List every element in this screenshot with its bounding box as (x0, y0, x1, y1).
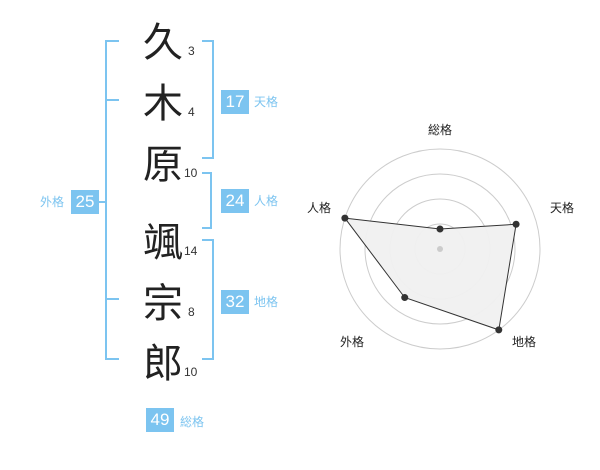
tenkaku-badge: 17 (221, 90, 249, 114)
chikaku-label: 地格 (254, 295, 279, 309)
radar-grid-ring (364, 173, 516, 325)
stroke-count-5: 8 (188, 305, 195, 319)
radar-point-5 (341, 214, 349, 222)
radar-point-2 (512, 220, 520, 228)
tenkaku-label: 天格 (254, 95, 279, 109)
stroke-count-3: 10 (184, 166, 198, 180)
name-char-2: 木 (143, 81, 183, 127)
radar-axis-label-tenkaku: 天格 (550, 201, 575, 215)
radar-axis-label-chikaku: 地格 (512, 335, 537, 349)
name-char-1: 久 (143, 20, 183, 66)
name-char-5: 宗 (143, 281, 183, 327)
radar-series-polygon (343, 217, 517, 331)
radar-axis-label-soukaku: 総格 (428, 123, 453, 137)
radar-center-dot (437, 246, 443, 252)
radar-point-4 (401, 294, 409, 302)
stroke-count-4: 14 (184, 244, 198, 258)
radar-point-1 (436, 225, 444, 233)
chikaku-badge: 32 (221, 290, 249, 314)
stroke-count-2: 4 (188, 105, 195, 119)
soukaku-badge: 49 (146, 408, 174, 432)
radar-axis-label-jinkaku: 人格 (307, 201, 332, 215)
gaikaku-label: 外格 (40, 195, 65, 209)
jinkaku-label: 人格 (254, 194, 279, 208)
name-char-4: 颯 (143, 220, 183, 266)
radar-point-3 (495, 326, 503, 334)
jinkaku-badge: 24 (221, 189, 249, 213)
gaikaku-badge: 25 (71, 190, 99, 214)
radar-axis-label-gaikaku: 外格 (340, 335, 365, 349)
radar-grid-ring (339, 148, 541, 350)
name-char-3: 原 (143, 142, 183, 188)
stroke-count-6: 10 (184, 365, 198, 379)
soukaku-label: 総格 (180, 415, 205, 429)
stroke-count-1: 3 (188, 44, 195, 58)
name-char-6: 郎 (143, 341, 183, 387)
